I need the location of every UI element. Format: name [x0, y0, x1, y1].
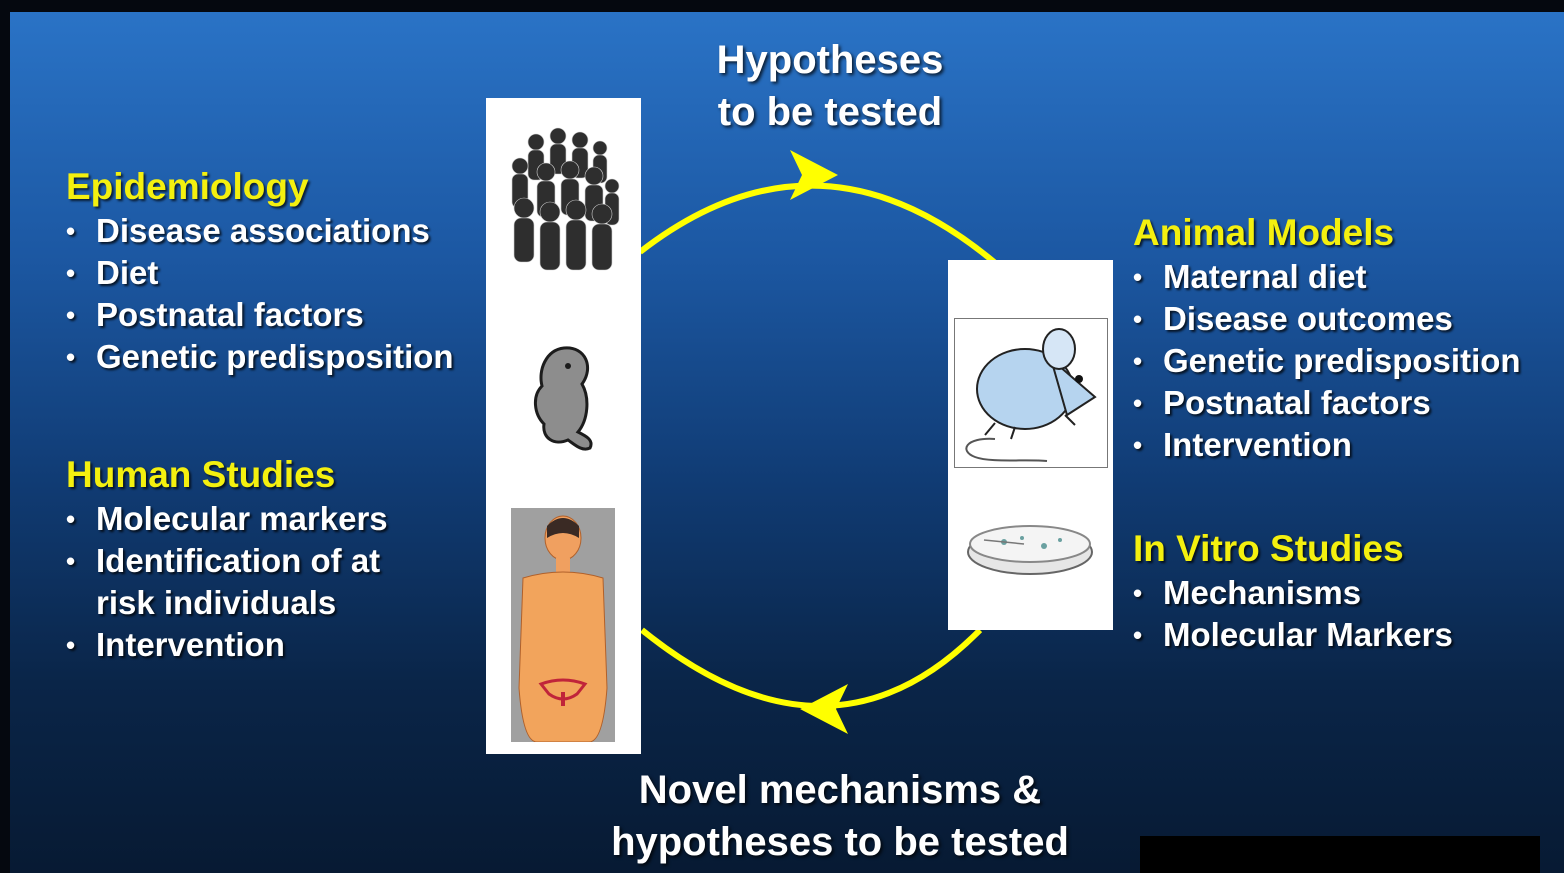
right-image-panel	[948, 260, 1113, 630]
list-item: Postnatal factors	[1133, 382, 1563, 424]
in-vitro-heading: In Vitro Studies	[1133, 528, 1404, 570]
top-arrowhead	[790, 150, 838, 200]
list-item: Molecular Markers	[1133, 614, 1553, 656]
list-item: Genetic predisposition	[1133, 340, 1563, 382]
list-item: Mechanisms	[1133, 572, 1553, 614]
bottom-black-strip	[1140, 836, 1540, 873]
top-caption: Hypotheses to be tested	[690, 34, 970, 138]
top-caption-line-2: to be tested	[690, 86, 970, 138]
crowd-icon	[502, 120, 624, 280]
list-item: Diet	[66, 252, 506, 294]
mouse-icon	[955, 319, 1107, 467]
list-item: Disease associations	[66, 210, 506, 252]
list-item: Disease outcomes	[1133, 298, 1563, 340]
list-item: Identification of at risk individuals	[66, 540, 406, 624]
mouse-frame	[954, 318, 1108, 468]
top-arc	[640, 186, 1000, 267]
bottom-caption-line-2: hypotheses to be tested	[570, 816, 1110, 868]
list-item: Intervention	[66, 624, 406, 666]
bottom-caption-line-1: Novel mechanisms &	[570, 764, 1110, 816]
fetus-icon	[524, 340, 604, 460]
petri-dish-icon	[964, 512, 1096, 582]
top-caption-line-1: Hypotheses	[690, 34, 970, 86]
bottom-arrowhead	[800, 684, 848, 734]
slide: Hypotheses to be tested Novel mechanisms…	[10, 12, 1564, 873]
female-body-figure	[511, 508, 615, 742]
female-body-icon	[511, 508, 615, 742]
in-vitro-list: Mechanisms Molecular Markers	[1133, 572, 1553, 656]
bottom-arc	[642, 630, 980, 706]
list-item: Maternal diet	[1133, 256, 1563, 298]
animal-models-heading: Animal Models	[1133, 212, 1394, 254]
list-item: Molecular markers	[66, 498, 406, 540]
list-item: Intervention	[1133, 424, 1563, 466]
human-studies-heading: Human Studies	[66, 454, 335, 496]
left-image-panel	[486, 98, 641, 754]
bottom-caption: Novel mechanisms & hypotheses to be test…	[570, 764, 1110, 868]
animal-models-list: Maternal diet Disease outcomes Genetic p…	[1133, 256, 1563, 466]
list-item: Postnatal factors	[66, 294, 506, 336]
epidemiology-list: Disease associations Diet Postnatal fact…	[66, 210, 506, 378]
epidemiology-heading: Epidemiology	[66, 166, 309, 208]
list-item: Genetic predisposition	[66, 336, 506, 378]
human-studies-list: Molecular markers Identification of at r…	[66, 498, 406, 666]
